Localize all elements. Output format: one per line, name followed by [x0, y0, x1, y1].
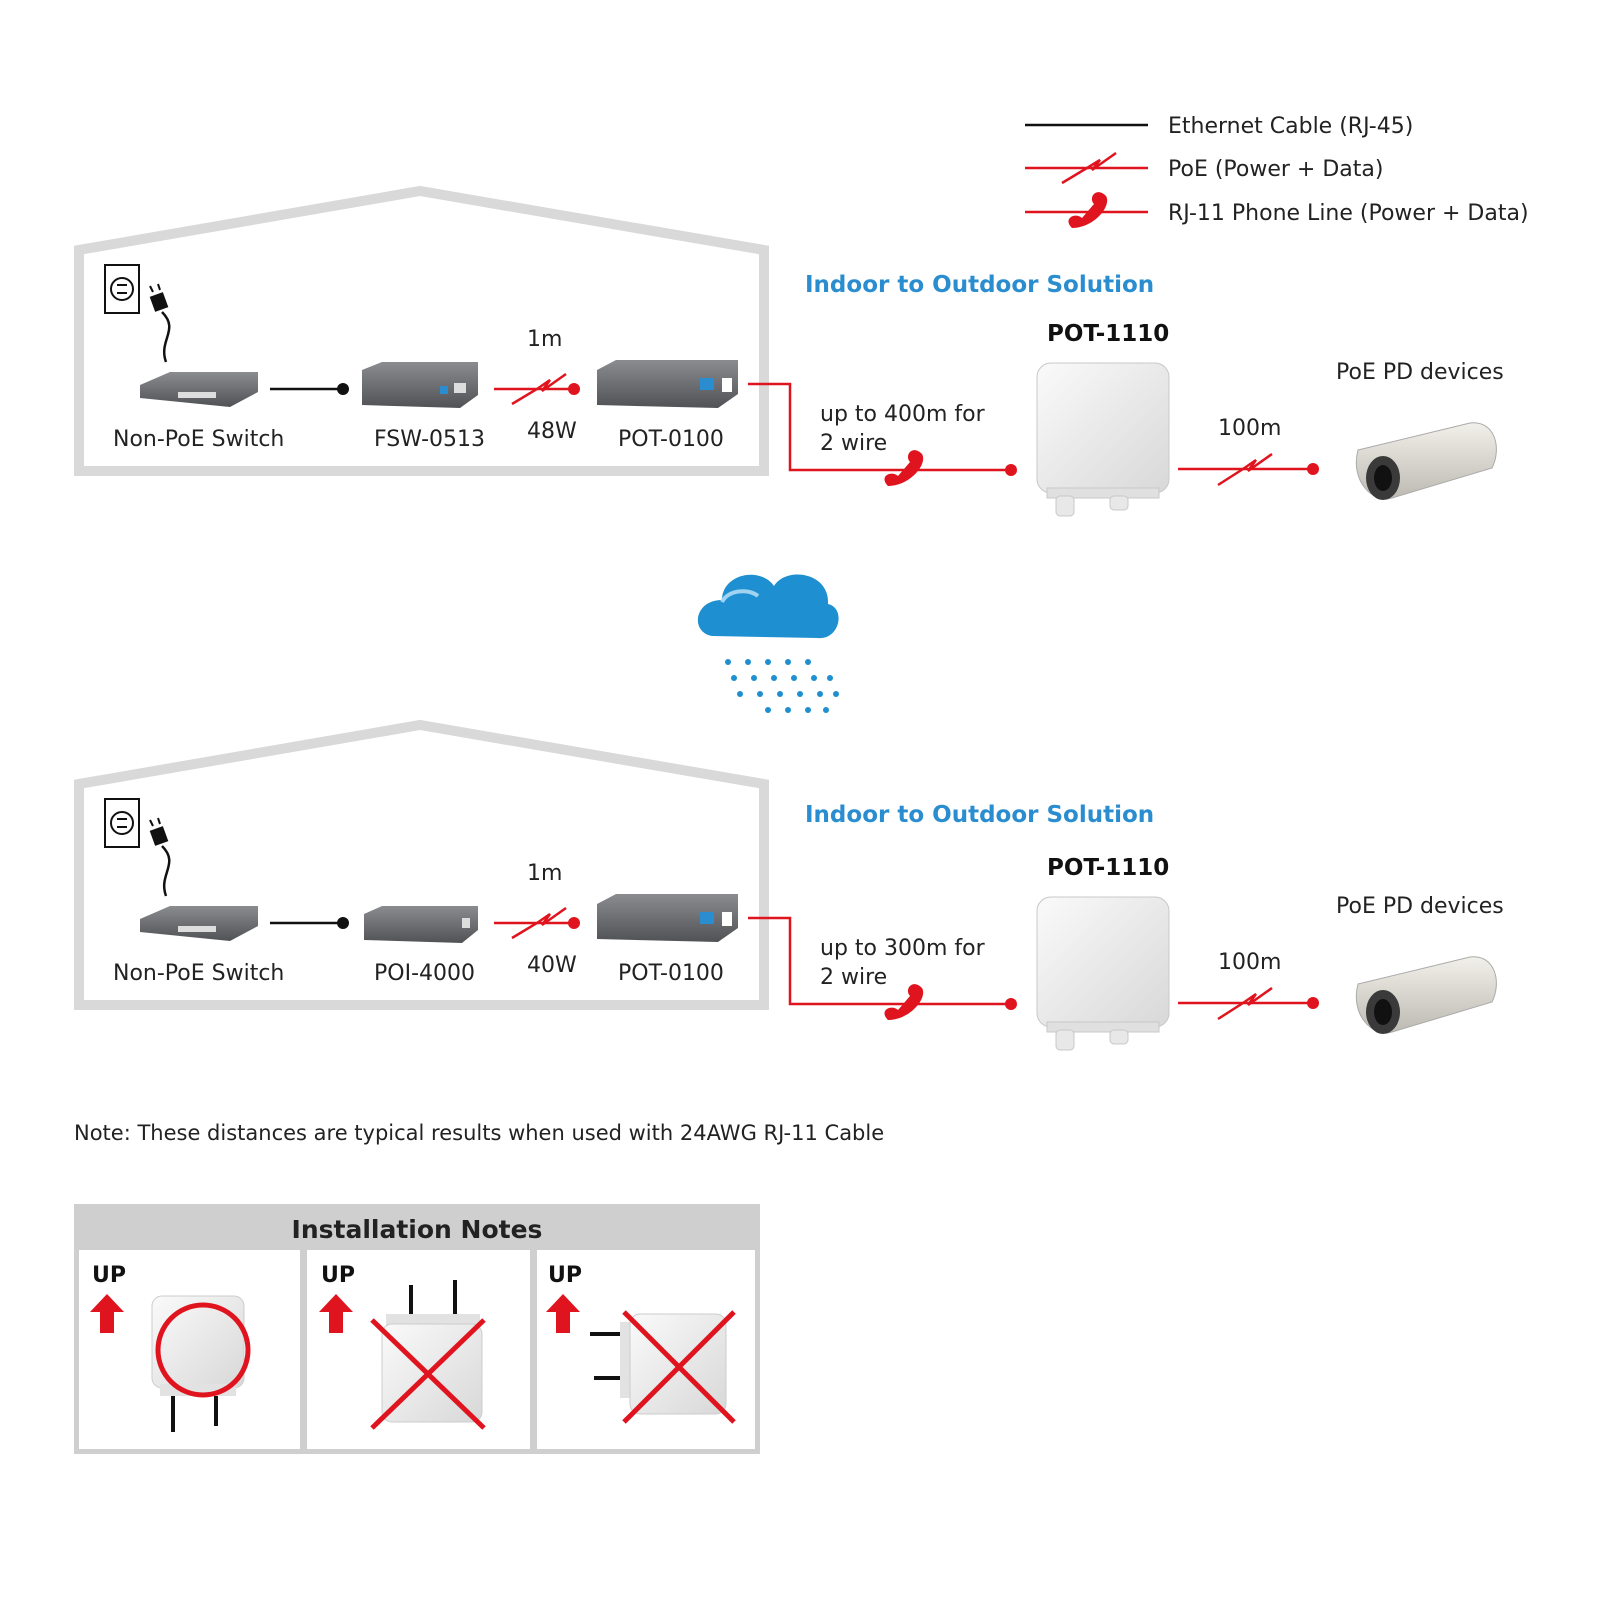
up-label: UP	[321, 1263, 355, 1288]
injector-label: POI-4000	[374, 961, 475, 986]
connector-dot	[337, 917, 349, 929]
up-label: UP	[92, 1263, 126, 1288]
legend-poe-label: PoE (Power + Data)	[1168, 157, 1383, 182]
distance-line-2: 2 wire	[820, 431, 887, 456]
outdoor-unit-label: POT-1110	[1047, 321, 1169, 347]
house-outline	[74, 719, 769, 1010]
distance-line-2: 2 wire	[820, 965, 887, 990]
connector-dot	[1005, 464, 1017, 476]
distance-note: Note: These distances are typical result…	[74, 1121, 884, 1145]
pot-1110-outdoor-unit	[1036, 362, 1170, 517]
connector-dot	[568, 383, 580, 395]
poe-bolt-icon	[1178, 986, 1313, 1021]
wrong-cross-mark	[622, 1310, 736, 1424]
correct-circle-mark	[155, 1302, 251, 1398]
poe-legend-icon	[1025, 151, 1148, 185]
solution-title: Indoor to Outdoor Solution	[805, 272, 1154, 298]
legend-rj11-label: RJ-11 Phone Line (Power + Data)	[1168, 201, 1529, 226]
pot-1110-outdoor-unit	[1036, 896, 1170, 1051]
repeater-label: POT-0100	[618, 427, 724, 452]
install-panel-upside-down: UP	[307, 1250, 530, 1449]
wall-outlet-icon	[104, 798, 140, 848]
distance-line-1: up to 300m for	[820, 936, 986, 961]
connector-dot	[337, 383, 349, 395]
up-label: UP	[548, 1263, 582, 1288]
pd-devices-label: PoE PD devices	[1336, 894, 1504, 919]
up-arrow-icon	[546, 1294, 580, 1333]
wall-outlet-icon	[104, 264, 140, 314]
rj11-legend-icon	[1025, 192, 1148, 228]
cable-length-label: 1m	[527, 327, 562, 352]
wrong-cross-mark	[370, 1318, 486, 1430]
installation-notes-title: Installation Notes	[292, 1215, 543, 1244]
outdoor-unit-label: POT-1110	[1047, 855, 1169, 881]
switch-label: Non-PoE Switch	[113, 961, 284, 986]
power-plug-icon	[149, 283, 171, 363]
legend: Ethernet Cable (RJ-45) PoE (Power + Data…	[1025, 114, 1529, 228]
install-panel-correct: UP	[79, 1250, 300, 1449]
up-arrow-icon	[319, 1294, 353, 1333]
pd-distance-label: 100m	[1218, 416, 1281, 441]
power-label: 40W	[527, 953, 577, 978]
scenario-2: Non-PoE Switch POI-4000 1m 40W POT-0100 …	[74, 719, 1504, 1051]
repeater-label: POT-0100	[618, 961, 724, 986]
installation-notes-panel: Installation Notes UP UP	[74, 1204, 760, 1454]
fsw-0513-device	[362, 362, 478, 408]
injector-label: FSW-0513	[374, 427, 485, 452]
connector-dot	[1307, 463, 1319, 475]
non-poe-switch-device	[140, 372, 258, 407]
scenario-1: Non-PoE Switch FSW-0513 1m 48W POT-0100 …	[74, 185, 1504, 517]
phone-icon	[884, 450, 924, 486]
poe-bolt-icon	[494, 906, 574, 940]
install-panel-sideways: UP	[537, 1250, 755, 1449]
pot-0100-device	[597, 894, 738, 942]
legend-ethernet-label: Ethernet Cable (RJ-45)	[1168, 114, 1413, 139]
switch-label: Non-PoE Switch	[113, 427, 284, 452]
ip-camera-icon	[1355, 422, 1497, 500]
rain-cloud-icon	[697, 574, 839, 713]
solution-title: Indoor to Outdoor Solution	[805, 802, 1154, 828]
rj11-cable	[748, 916, 1011, 1006]
pot-0100-device	[597, 360, 738, 408]
power-label: 48W	[527, 419, 577, 444]
connector-dot	[568, 917, 580, 929]
poe-bolt-icon	[1178, 452, 1313, 487]
connector-dot	[1005, 998, 1017, 1010]
non-poe-switch-device	[140, 906, 258, 941]
power-plug-icon	[149, 817, 171, 897]
cable-length-label: 1m	[527, 861, 562, 886]
poi-4000-device	[364, 906, 478, 943]
poe-bolt-icon	[494, 372, 574, 406]
phone-icon	[884, 984, 924, 1020]
pd-distance-label: 100m	[1218, 950, 1281, 975]
pd-devices-label: PoE PD devices	[1336, 360, 1504, 385]
rj11-cable	[748, 382, 1011, 472]
house-outline	[74, 185, 769, 476]
connector-dot	[1307, 997, 1319, 1009]
distance-line-1: up to 400m for	[820, 402, 986, 427]
ip-camera-icon	[1355, 956, 1497, 1034]
up-arrow-icon	[90, 1294, 124, 1333]
